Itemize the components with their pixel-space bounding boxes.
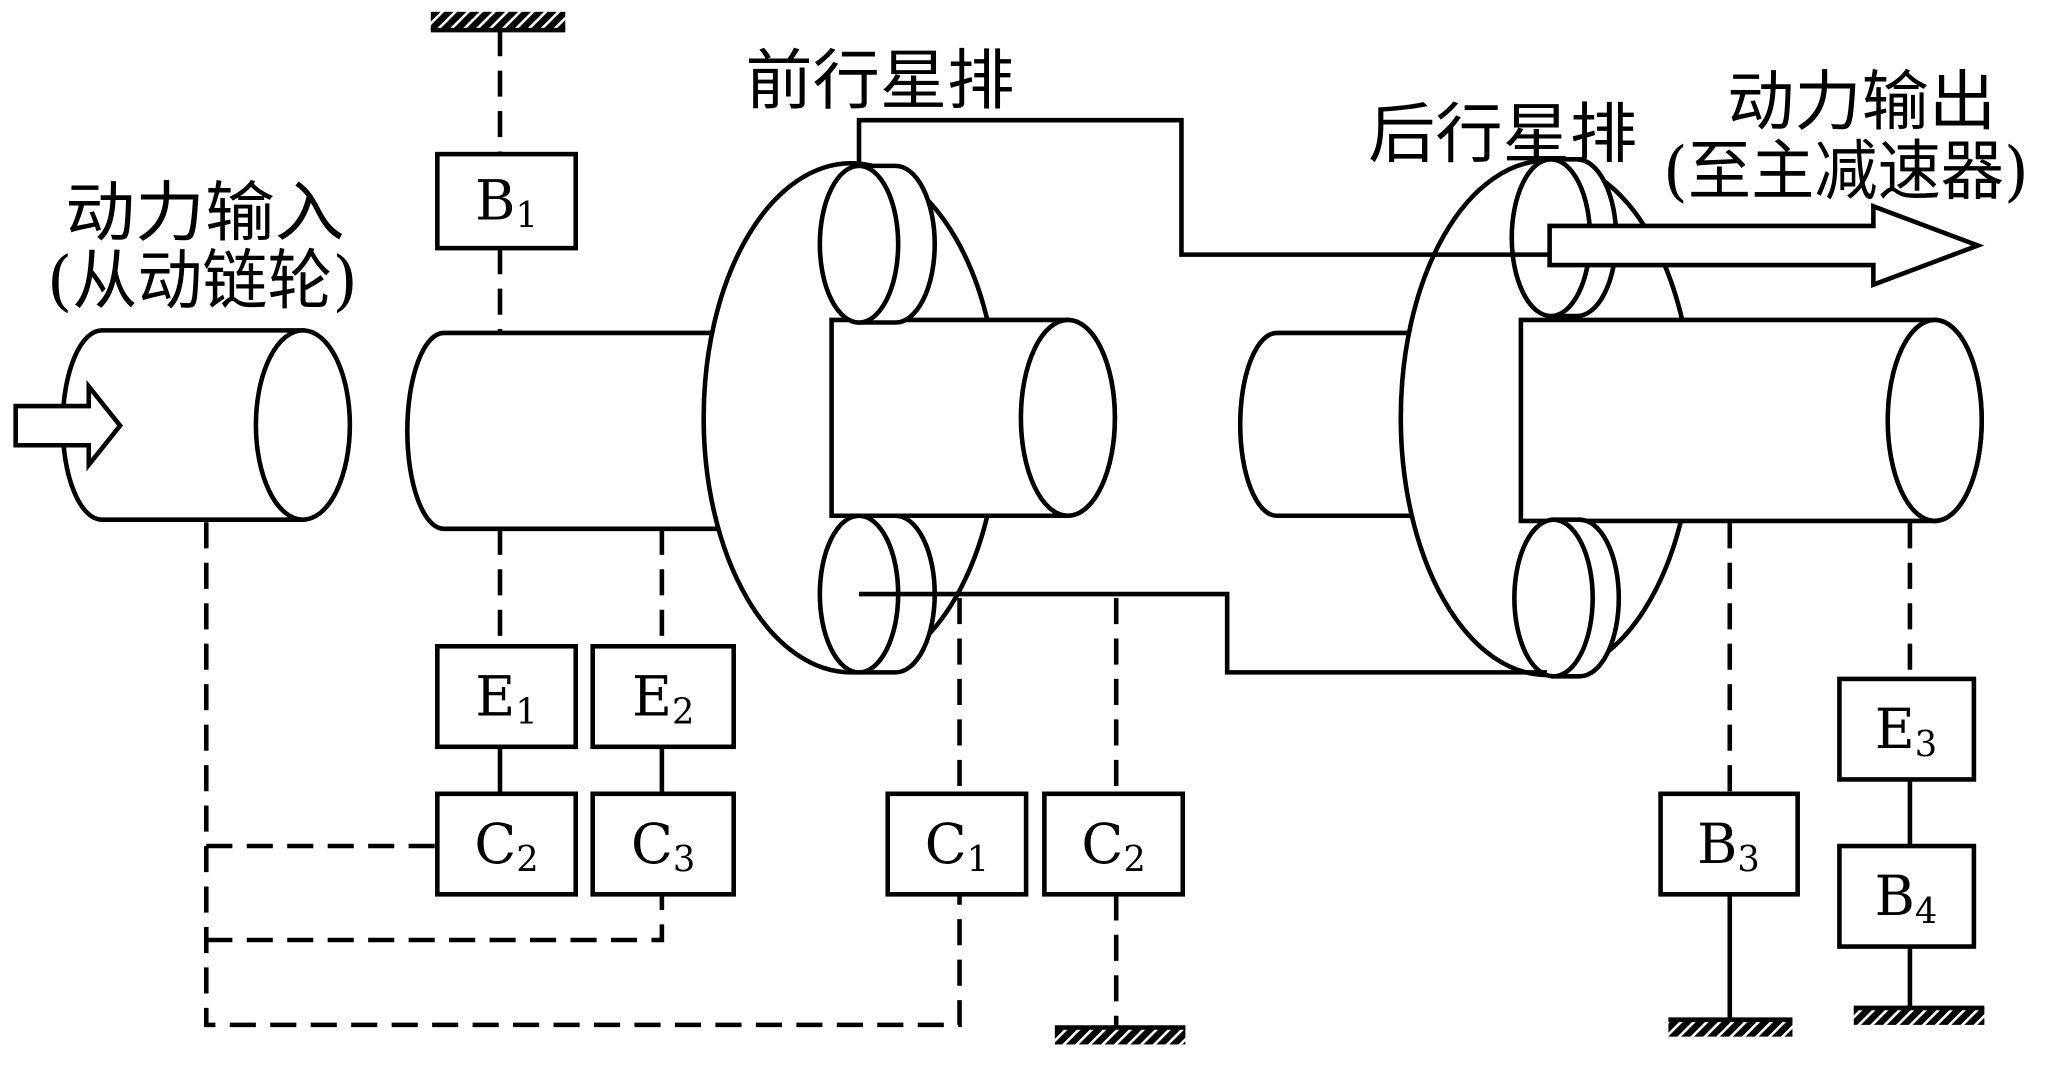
component-box-b1: B1 bbox=[435, 151, 579, 251]
box-subscript: 4 bbox=[1915, 891, 1937, 932]
box-letter: C bbox=[1081, 812, 1123, 876]
ground-hatch-top bbox=[430, 11, 566, 33]
input-arrow-icon bbox=[13, 379, 124, 472]
power-input-label: 动力输入 bbox=[65, 175, 344, 251]
rear-planetary-label: 后行星排 bbox=[1368, 97, 1637, 173]
box-letter: C bbox=[631, 812, 673, 876]
svg-text:C3: C3 bbox=[631, 812, 695, 880]
component-box-c3: C3 bbox=[590, 791, 736, 897]
box-subscript: 1 bbox=[515, 195, 537, 236]
box-letter: E bbox=[632, 664, 672, 728]
box-subscript: 2 bbox=[1123, 839, 1145, 880]
component-box-b3: B3 bbox=[1658, 791, 1800, 897]
power-input-note: (从动链轮) bbox=[47, 243, 358, 319]
box-letter: B bbox=[1875, 864, 1915, 928]
component-box-c2-right: C2 bbox=[1042, 791, 1186, 897]
box-letter: E bbox=[475, 664, 515, 728]
output-shaft-cylinder bbox=[1518, 317, 1985, 524]
svg-text:E1: E1 bbox=[475, 664, 537, 732]
box-subscript: 2 bbox=[516, 839, 538, 880]
svg-text:E2: E2 bbox=[632, 664, 694, 732]
power-output-note: (至主减速器) bbox=[1663, 133, 2029, 209]
front-planet-gear-top bbox=[817, 163, 938, 325]
component-box-e3: E3 bbox=[1837, 676, 1977, 782]
output-arrow-icon bbox=[1547, 203, 1985, 288]
box-letter: B bbox=[475, 168, 515, 232]
rear-ring-cylinder bbox=[1237, 330, 1452, 519]
box-letter: C bbox=[925, 812, 967, 876]
box-subscript: 2 bbox=[672, 691, 694, 732]
svg-text:C2: C2 bbox=[474, 812, 538, 880]
svg-text:B4: B4 bbox=[1875, 864, 1938, 932]
ground-hatch-c2 bbox=[1054, 1025, 1186, 1045]
connector-lines bbox=[203, 30, 1913, 1028]
front-sun-cylinder bbox=[829, 317, 1118, 519]
component-box-b4: B4 bbox=[1837, 843, 1977, 949]
svg-text:E3: E3 bbox=[1875, 697, 1937, 765]
upper-carrier-link bbox=[856, 117, 1550, 257]
box-subscript: 3 bbox=[673, 839, 695, 880]
box-subscript: 1 bbox=[967, 839, 989, 880]
svg-text:B1: B1 bbox=[475, 168, 538, 236]
svg-text:B3: B3 bbox=[1697, 812, 1760, 880]
input-link-c3 bbox=[206, 894, 665, 943]
box-subscript: 1 bbox=[515, 691, 537, 732]
box-letter: E bbox=[1875, 697, 1915, 761]
box-subscript: 3 bbox=[1737, 839, 1759, 880]
svg-text:C1: C1 bbox=[925, 812, 989, 880]
svg-text:C2: C2 bbox=[1081, 812, 1145, 880]
box-letter: B bbox=[1697, 812, 1737, 876]
box-letter: C bbox=[474, 812, 516, 876]
component-box-c2-left: C2 bbox=[435, 791, 579, 897]
component-box-e1: E1 bbox=[435, 644, 579, 750]
ground-hatch-b4 bbox=[1853, 1005, 1985, 1025]
power-output-label: 动力输出 bbox=[1727, 64, 1996, 140]
rear-planet-gear-bottom bbox=[1512, 517, 1622, 679]
input-cylinder bbox=[60, 328, 353, 522]
front-shaft-cylinder bbox=[405, 330, 786, 532]
box-subscript: 3 bbox=[1915, 724, 1937, 765]
component-box-e2: E2 bbox=[590, 644, 736, 750]
front-planetary-label: 前行星排 bbox=[745, 43, 1014, 119]
ground-hatch-b3 bbox=[1668, 1017, 1793, 1037]
input-link-vertical bbox=[203, 522, 962, 1028]
lower-carrier-link bbox=[859, 591, 1547, 675]
component-box-c1: C1 bbox=[885, 791, 1029, 897]
